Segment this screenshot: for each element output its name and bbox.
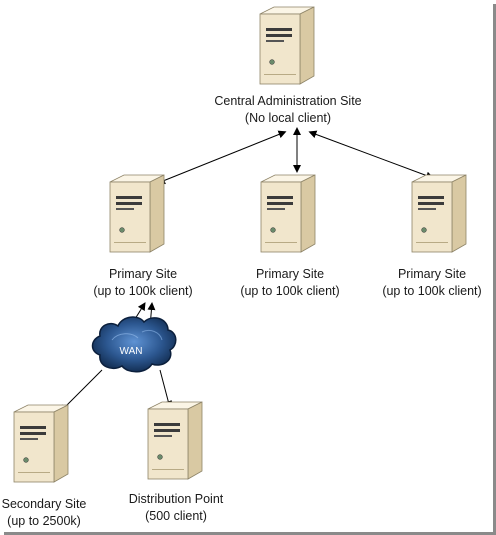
primary-3-title: Primary Site [397, 267, 467, 281]
cas-server-icon [256, 6, 318, 88]
primary-3-subtitle: (up to 100k client) [382, 284, 482, 298]
frame-shadow-right [493, 4, 496, 535]
secondary-subtitle: (up to 2500k) [7, 514, 81, 528]
primary-2-title: Primary Site [255, 267, 325, 281]
distribution-label: Distribution Point (500 client) [114, 491, 238, 525]
primary-server-3-icon [408, 174, 470, 256]
secondary-server-icon [10, 404, 72, 486]
primary-2-label: Primary Site (up to 100k client) [220, 266, 360, 300]
cas-subtitle: (No local client) [244, 111, 332, 125]
cas-title: Central Administration Site [214, 94, 362, 108]
primary-1-subtitle: (up to 100k client) [93, 284, 193, 298]
frame-shadow-bottom [4, 532, 496, 535]
primary-2-subtitle: (up to 100k client) [240, 284, 340, 298]
secondary-title: Secondary Site [1, 497, 87, 511]
primary-1-label: Primary Site (up to 100k client) [73, 266, 213, 300]
primary-server-1-icon [106, 174, 168, 256]
distribution-subtitle: (500 client) [145, 509, 207, 523]
wan-label: WAN [120, 346, 143, 357]
link-cas-primary-3 [308, 130, 434, 180]
cas-label: Central Administration Site (No local cl… [188, 93, 388, 127]
cloud-icon [91, 316, 177, 373]
primary-server-2-icon [257, 174, 319, 256]
secondary-label: Secondary Site (up to 2500k) [0, 496, 88, 530]
primary-1-title: Primary Site [108, 267, 178, 281]
primary-3-label: Primary Site (up to 100k client) [371, 266, 493, 300]
distribution-server-icon [144, 401, 206, 483]
link-cas-primary-1 [157, 130, 287, 185]
distribution-title: Distribution Point [128, 492, 224, 506]
